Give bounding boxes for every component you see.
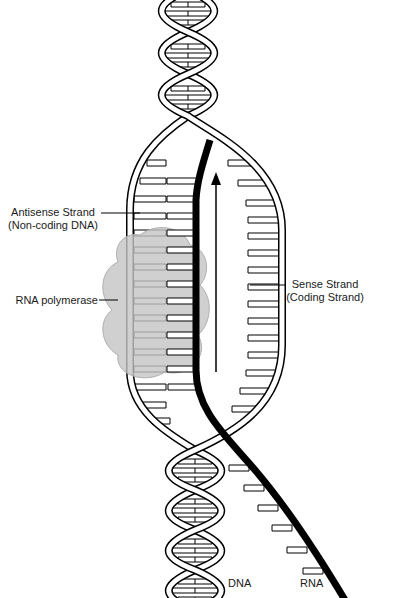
- part-label: Sense Strand (Coding Strand): [282, 278, 368, 304]
- leader-line: [99, 300, 118, 301]
- part-label: RNA polymerase: [2, 294, 98, 307]
- leader-line: [101, 213, 140, 214]
- direction-arrow-head: [211, 172, 221, 185]
- direction-arrow-shaft: [215, 182, 217, 372]
- part-label: Antisense Strand (Non-coding DNA): [3, 206, 103, 232]
- part-label: DNA: [228, 577, 268, 590]
- leader-line: [250, 285, 286, 286]
- rna-bases: [167, 178, 323, 574]
- sense-bases: [228, 160, 279, 412]
- part-label: RNA: [300, 577, 340, 590]
- rna-strand: [196, 140, 345, 598]
